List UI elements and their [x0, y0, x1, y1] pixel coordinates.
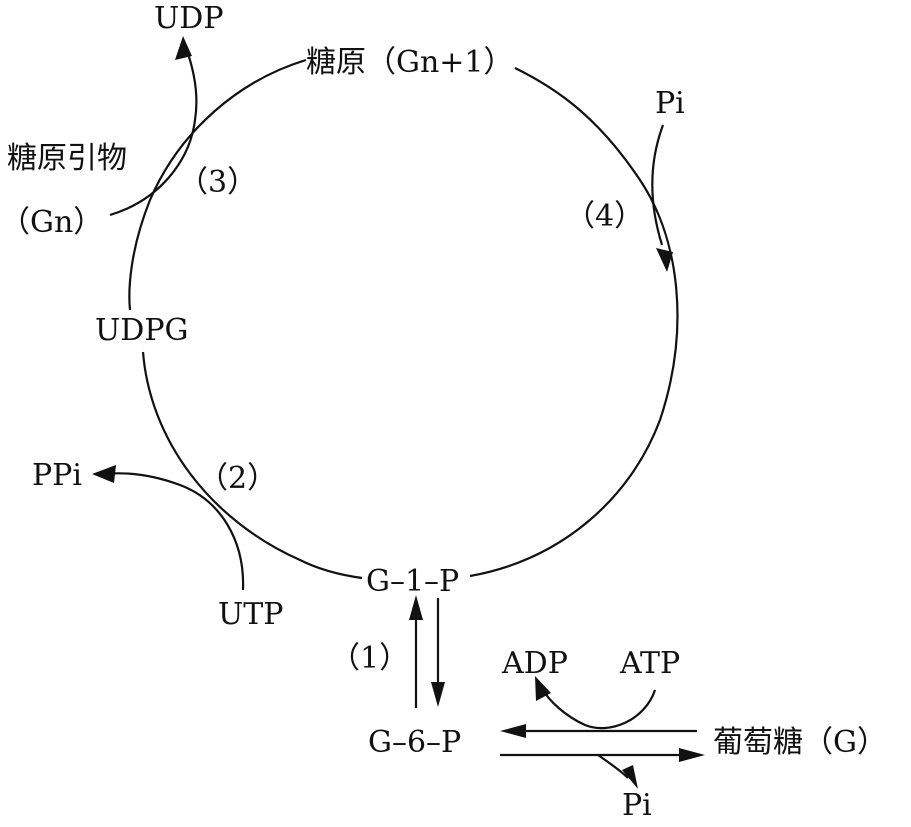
label-primer-line1: 糖原引物: [7, 141, 127, 176]
g1p-to-g6p-arrowhead-icon: [431, 682, 445, 707]
label-step1: （1）: [330, 641, 409, 676]
label-udpg: UDPG: [95, 313, 189, 348]
atp-to-adp-arrow: [541, 687, 657, 730]
label-g6p: G–6–P: [368, 725, 461, 760]
pi-release-arrowhead-icon: [622, 765, 638, 789]
udp-release-arrow: [109, 47, 198, 217]
g6p-to-glucose-arrowhead-icon: [679, 748, 705, 762]
label-step4: （4）: [565, 199, 644, 234]
label-atp: ATP: [619, 646, 680, 681]
label-adp: ADP: [501, 646, 568, 681]
label-glucose: 葡萄糖（G）: [713, 725, 887, 760]
label-udp: UDP: [154, 1, 224, 36]
label-utp: UTP: [218, 597, 283, 632]
glucose-to-g6p-arrowhead-icon: [500, 724, 526, 738]
label-step2: （2）: [198, 461, 277, 496]
cycle-arc-g1p-to-glycogen: [469, 67, 679, 578]
label-primer-line2: （Gn）: [0, 205, 103, 240]
ppi-release-arrow: [104, 472, 245, 591]
adp-arrowhead-icon: [535, 676, 551, 701]
label-pi-bottom: Pi: [622, 788, 652, 822]
g6p-to-g1p-arrowhead-icon: [409, 595, 423, 620]
label-g1p: G–1–P: [366, 564, 459, 599]
pi-release-branch: [597, 754, 629, 779]
pi-entry-arrowhead-icon: [656, 248, 673, 272]
ppi-arrowhead-icon: [92, 465, 116, 483]
pi-entry-arrow: [651, 124, 665, 246]
label-step3: （3）: [178, 165, 257, 200]
label-ppi: PPi: [32, 458, 82, 493]
label-pi-top: Pi: [655, 86, 685, 121]
udp-arrowhead-icon: [175, 36, 192, 60]
label-glycogen-n1: 糖原（Gn+1）: [306, 45, 514, 80]
cycle-arc-udpg-to-g1p: [141, 351, 363, 580]
cycle-arc-glycogen-to-udpg: [128, 58, 307, 311]
